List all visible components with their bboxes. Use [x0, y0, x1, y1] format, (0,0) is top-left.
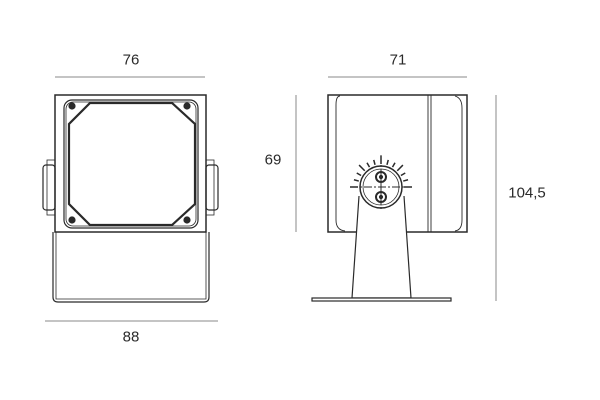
tilt-tick [373, 159, 376, 165]
tilt-tick [386, 159, 389, 165]
front-lens [67, 101, 197, 227]
dimension-lines [45, 76, 497, 322]
front-bracket [52, 232, 210, 303]
front-view [42, 94, 219, 303]
tilt-tick [391, 162, 396, 168]
pivot-screw-icon [375, 191, 387, 203]
side-stand [351, 195, 412, 299]
tilt-tick [356, 172, 362, 177]
tilt-tick [396, 164, 404, 172]
side-base-plate [311, 297, 452, 302]
tilt-tick [400, 172, 406, 177]
screw-icon [183, 102, 191, 110]
tilt-tick [353, 179, 359, 182]
dim-label-front-width: 76 [122, 51, 140, 69]
pivot-screw-icon [375, 171, 387, 183]
front-side-knob-right [205, 164, 219, 211]
tilt-tick [366, 162, 371, 168]
front-side-knob-left [42, 164, 56, 211]
side-view [311, 94, 468, 302]
dim-label-bracket-width: 88 [122, 328, 140, 346]
dim-label-body-height: 69 [264, 151, 282, 169]
front-body [54, 94, 207, 233]
screw-icon [68, 102, 76, 110]
tilt-tick [358, 164, 366, 172]
dim-label-side-depth: 71 [389, 51, 407, 69]
screw-icon [183, 216, 191, 224]
tilt-tick [403, 179, 409, 182]
screw-icon [68, 216, 76, 224]
front-frame [63, 99, 199, 229]
dim-label-total-height: 104,5 [508, 184, 546, 202]
